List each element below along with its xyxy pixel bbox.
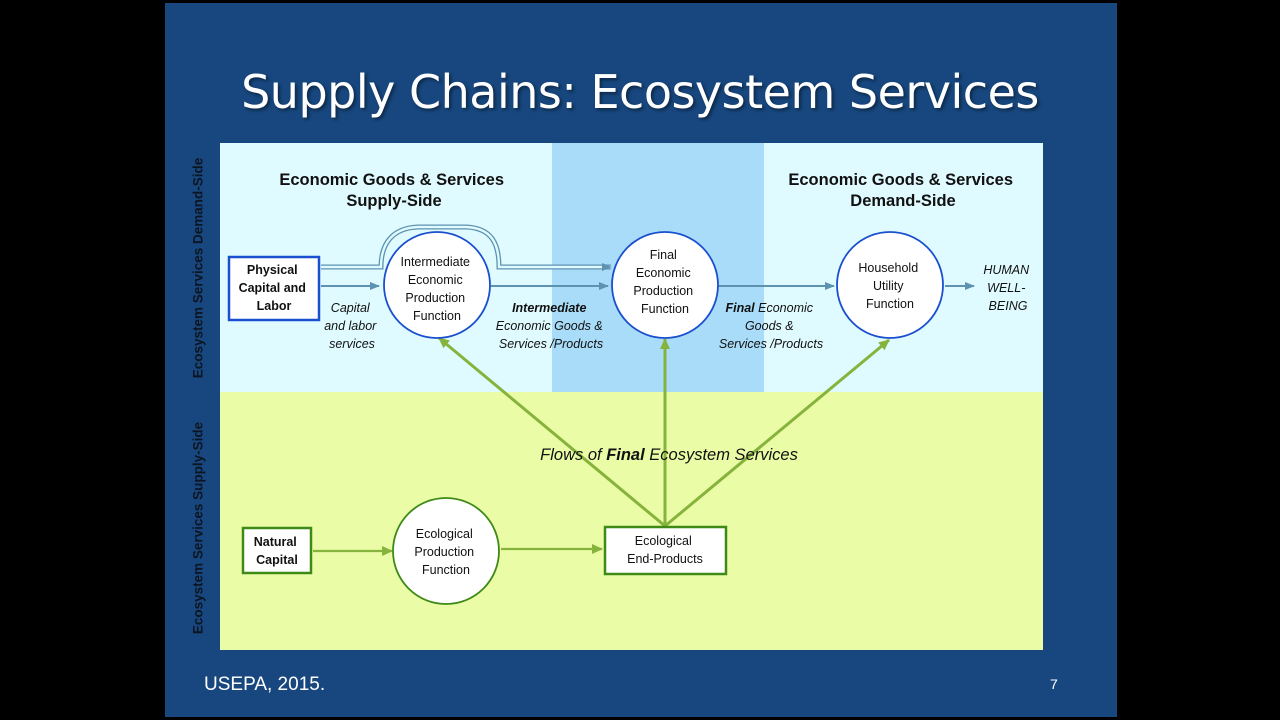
ecological-production-text: Ecological Production Function xyxy=(414,527,477,577)
capital-services-label: Capital and labor services xyxy=(324,301,380,351)
household-utility-node: Household Utility Function xyxy=(836,231,944,339)
bypass-arrow xyxy=(321,225,612,271)
ecological-end-products-box: Ecological End-Products xyxy=(603,525,728,576)
supply-side-vertical-label: Ecosystem Services Supply-Side xyxy=(190,421,206,635)
slide-title: Supply Chains: Ecosystem Services xyxy=(241,65,1039,119)
physical-capital-text: Physical Capital and Labor xyxy=(239,263,310,313)
intermediate-production-node: Intermediate Economic Production Functio… xyxy=(383,231,491,339)
human-wellbeing-label: HUMAN WELL- BEING xyxy=(983,263,1032,313)
intermediate-production-text: Intermediate Economic Production Functio… xyxy=(401,255,474,323)
ecological-end-products-text: Ecological End-Products xyxy=(627,534,703,566)
physical-capital-box: Physical Capital and Labor xyxy=(227,255,321,322)
natural-capital-box: Natural Capital xyxy=(241,526,313,575)
page-number: 7 xyxy=(1050,676,1058,692)
footer-source: USEPA, 2015. xyxy=(204,674,326,695)
natural-capital-text: Natural Capital xyxy=(254,535,301,567)
ecosystem-zone xyxy=(220,392,1043,650)
final-production-node: Final Economic Production Function xyxy=(611,231,719,339)
final-ecosystem-services-label: Flows of Final Ecosystem Services xyxy=(540,446,798,464)
demand-side-header: Economic Goods & Services Demand-Side xyxy=(788,171,1017,210)
final-es-arrow-to-household xyxy=(664,338,890,528)
supply-side-header: Economic Goods & Services Supply-Side xyxy=(279,171,508,210)
intermediate-goods-label: Intermediate Economic Goods & Services /… xyxy=(496,301,606,351)
household-utility-text: Household Utility Function xyxy=(858,261,921,311)
demand-side-vertical-label: Ecosystem Services Demand-Side xyxy=(190,157,206,379)
final-es-arrow-to-intermediate xyxy=(438,336,666,528)
final-production-text: Final Economic Production Function xyxy=(633,248,696,316)
final-goods-label: Final Economic Goods & Services /Product… xyxy=(719,301,823,351)
ecological-production-node: Ecological Production Function xyxy=(392,497,500,605)
